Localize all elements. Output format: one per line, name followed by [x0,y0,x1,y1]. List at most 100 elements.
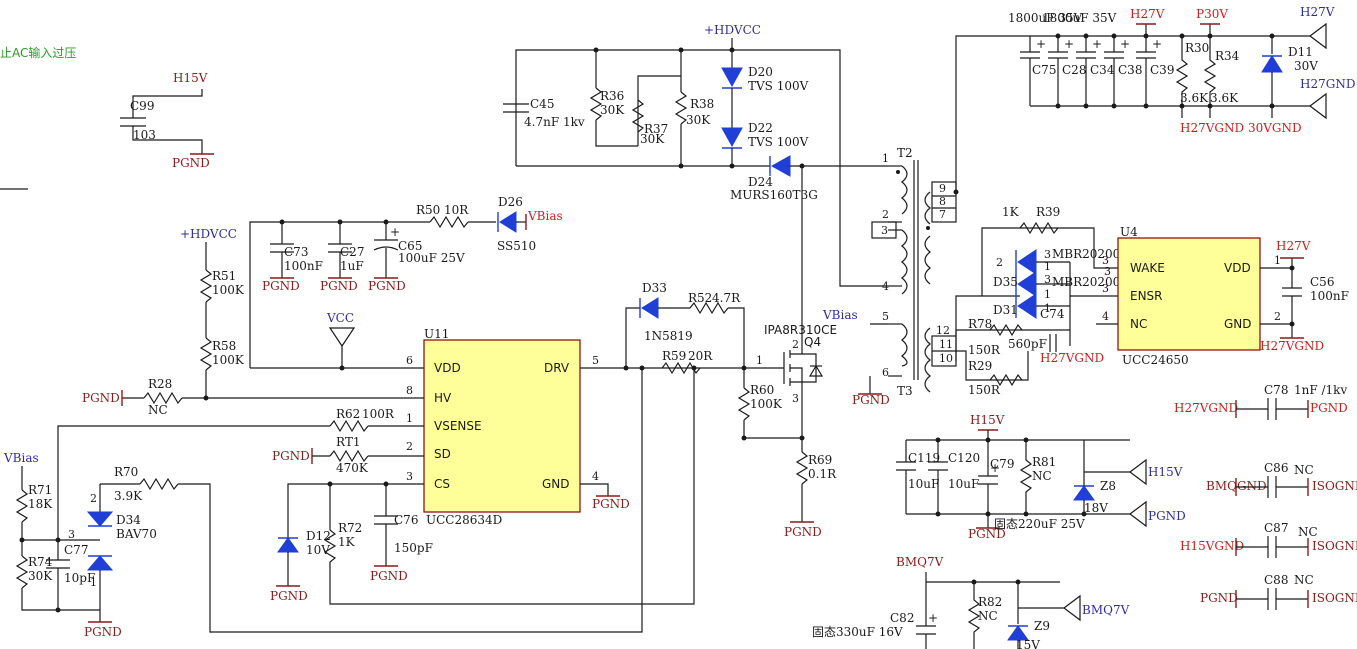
c75-ref: C75 [1032,63,1056,77]
c88-ref: C88 [1264,573,1288,587]
c38-ref: C38 [1118,63,1142,77]
u11-pinno-hv: 8 [406,384,413,397]
c76-value: 150pF [394,541,433,555]
net-h27v-flag: H27V [1300,5,1335,19]
gate-drive: D33 1N5819 R52 4.7R R59 20R R60 100K IPA… [580,166,837,539]
r37-ref: R37 [644,122,668,136]
net-h27vgnd-top: H27VGND [1180,121,1244,135]
c86-ref: C86 [1264,461,1288,475]
c34-ref: C34 [1090,63,1115,77]
d34-pin-1: 1 [90,576,97,589]
sense-inputs: R62 100R PGND RT1 470K PGND D12 10V R72 … [57,368,695,605]
u11-pin-vsense: VSENSE [434,419,482,433]
d34-value: BAV70 [116,527,157,541]
q4-pin-1: 1 [756,354,763,367]
net-pgnd-c73: PGND [262,279,300,293]
r62-value: 100R [362,407,395,421]
r52-ref: R52 [688,291,712,305]
net-pgnd-d34: PGND [84,625,122,639]
u11-ref: U11 [424,327,449,341]
c45-value: 4.7nF 1kv [524,115,585,129]
d31-pin-3: 3 [1104,265,1111,278]
u11-part: UCC28634D [426,513,502,527]
r34-ref: R34 [1215,49,1240,63]
c88-value: NC [1294,573,1314,587]
r39-ref: R39 [1036,205,1060,219]
net-h27v-top: H27V [1130,7,1165,21]
note-text: 止AC输入过压 [0,45,76,60]
u4-pinno-vdd: 1 [1274,254,1281,267]
u4-part: UCC24650 [1122,353,1189,367]
net-p30v: P30V [1196,7,1228,21]
r78-ref: R78 [968,317,992,331]
t-pin-11: 11 [939,338,953,351]
d35-pin-1a: 1 [1044,260,1051,273]
u11-pin-drv: DRV [544,361,570,375]
secondary-rectifier: 1K R39 2 3 1 3 1 1 3 MBR20200 MBR20200 D… [955,205,1120,397]
net-hdvcc-top: +HDVCC [704,23,761,37]
r81-ref: R81 [1032,455,1056,469]
t-pin-2: 2 [882,208,889,221]
net-pgnd-c76: PGND [370,569,408,583]
r70-value: 3.9K [114,489,143,503]
d31-value: MBR20200 [1052,275,1120,289]
svg-text:+: + [1092,37,1102,51]
u4-pinno-nc: 4 [1102,310,1109,323]
d35-value: MBR20200 [1052,247,1120,261]
net-pgnd-c99: PGND [172,156,210,170]
r30-ref: R30 [1185,41,1209,55]
net-h15vgnd: H15VGND [1180,539,1244,553]
d24-value: MURS160T3G [730,188,818,202]
q4-pin-3: 3 [792,392,799,405]
net-vbias-left: VBias [3,451,39,465]
z8-ref: Z8 [1100,479,1116,493]
d11-ref: D11 [1288,45,1313,59]
u11-pinno-vsense: 1 [406,412,413,425]
r52-value: 4.7R [712,291,741,305]
t-pin-12: 12 [936,324,950,337]
c27-ref: C27 [340,245,364,259]
u11-pinno-vdd: 6 [406,354,413,367]
r51-value: 100K [212,283,245,297]
net-vbias-d26: VBias [527,209,563,223]
r82-value: NC [978,609,998,623]
c119-value: 10uF [908,477,939,491]
net-pgnd-u11: PGND [592,497,630,511]
u4-pin-gnd: GND [1224,317,1252,331]
t-pin-10: 10 [939,352,953,365]
t-pin-6: 6 [882,366,889,379]
r74-value: 30K [28,569,53,583]
u4-pin-wake: WAKE [1130,261,1165,275]
net-pgnd-c79: PGND [968,527,1006,541]
c77-value: 10pF [64,571,95,585]
r30-value: 3.6K [1180,91,1209,105]
r51-ref: R51 [212,269,236,283]
c76-ref: C76 [394,513,418,527]
net-bmq7v-sec: BMQ7V [896,555,944,569]
r82-ref: R82 [978,595,1002,609]
r60-value: 100K [750,397,783,411]
c87-value: NC [1298,525,1318,539]
c79-ref: C79 [990,457,1014,471]
d11-value: 30V [1294,59,1318,73]
capacitor-c78: H27VGND C78 1nF /1kv PGND [1174,383,1348,420]
u11-pin-cs: CS [434,477,450,491]
d34-ref: D34 [116,513,141,527]
z9-value: 15V [1016,638,1040,649]
u11-pin-sd: SD [434,447,451,461]
c39-ref: C39 [1150,63,1174,77]
net-pgnd-d12: PGND [270,589,308,603]
r60-ref: R60 [750,383,774,397]
r50-value: 10R [444,203,469,217]
r69-value: 0.1R [808,467,837,481]
u4-pinno-ensr: 3 [1102,282,1109,295]
z8-value: 18V [1084,501,1108,515]
net-pgnd-t: PGND [852,393,890,407]
net-pgnd-rt1: PGND [272,449,310,463]
t-pin-4: 4 [882,280,889,293]
vdd-supply: C73 100nF PGND C27 1uF PGND + C65 100uF … [249,195,563,368]
bmq7v-section: BMQ7V + C82 固态330uF 16V R82 NC Z9 15V BM… [812,555,1130,649]
r36-ref: R36 [600,89,624,103]
c78-value: 1nF /1kv [1294,383,1347,397]
u4-pin-ensr: ENSR [1130,289,1163,303]
